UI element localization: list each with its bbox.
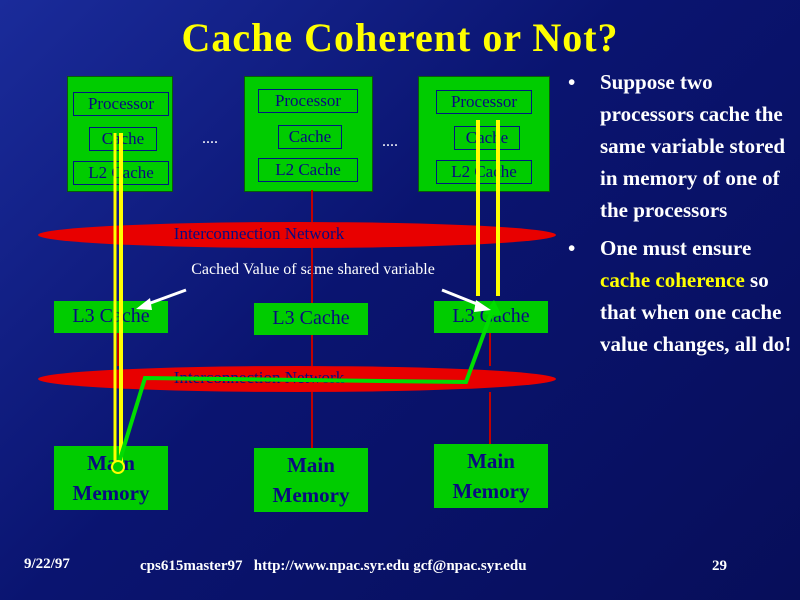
main-memory-2: Main Memory [254,448,368,512]
bullet-2-highlight: cache coherence [600,268,745,292]
bullet-marker-2: • [568,236,576,260]
bullet-2-text-post: so that when one cache value changes, al… [600,268,792,356]
l3-cache-label-2: L3 Cache [272,307,350,329]
main-memory-2-line2: Memory [272,483,350,507]
bullet-1: • Suppose two processors cache the same … [568,66,800,226]
processor-label-1: Processor [73,92,169,116]
main-memory-1: Main Memory [54,446,168,510]
ellipsis-2: .... [382,133,398,150]
main-memory-3-line2: Memory [452,479,530,503]
bullet-marker-1: • [568,70,576,94]
green-coherence-path [116,305,496,467]
processor-label-3: Processor [436,90,532,114]
green-arrowhead [484,300,502,316]
interconnection-network-top: Interconnection Network [38,222,556,248]
pointer-arrow-right [441,288,483,308]
processor-label-2: Processor [258,89,358,113]
main-memory-1-line2: Memory [72,481,150,505]
footer-date: 9/22/97 [24,556,70,572]
footer-source: cps615master97 http://www.npac.syr.edu g… [140,558,527,574]
memory-marker [111,460,125,474]
pointer-arrowhead-right [474,300,491,312]
bullet-2: • One must ensure cache coherence so tha… [568,232,800,360]
l2-cache-label-2: L2 Cache [258,158,358,182]
main-memory-2-line1: Main [287,453,335,477]
bullet-1-text: Suppose two processors cache the same va… [600,70,786,222]
main-memory-3-line1: Main [467,449,515,473]
l2-cache-label-3: L2 Cache [436,160,532,184]
slide-title: Cache Coherent or Not? [181,15,619,60]
cache-label-2: Cache [278,125,342,149]
pointer-arrow-left [144,288,187,307]
interconnection-network-top-label: Interconnection Network [173,224,345,243]
l3-cache-label-1: L3 Cache [72,305,150,327]
footer-page-number: 29 [712,558,727,574]
l3-cache-2: L3 Cache [254,303,368,335]
bullet-list: • Suppose two processors cache the same … [568,66,800,360]
ellipsis-1: .... [202,130,218,147]
bullet-2-text-pre: One must ensure [600,236,752,260]
main-memory-3: Main Memory [434,444,548,508]
main-memory-1-line1: Main [87,451,135,475]
pointer-arrowhead-left [136,298,152,310]
